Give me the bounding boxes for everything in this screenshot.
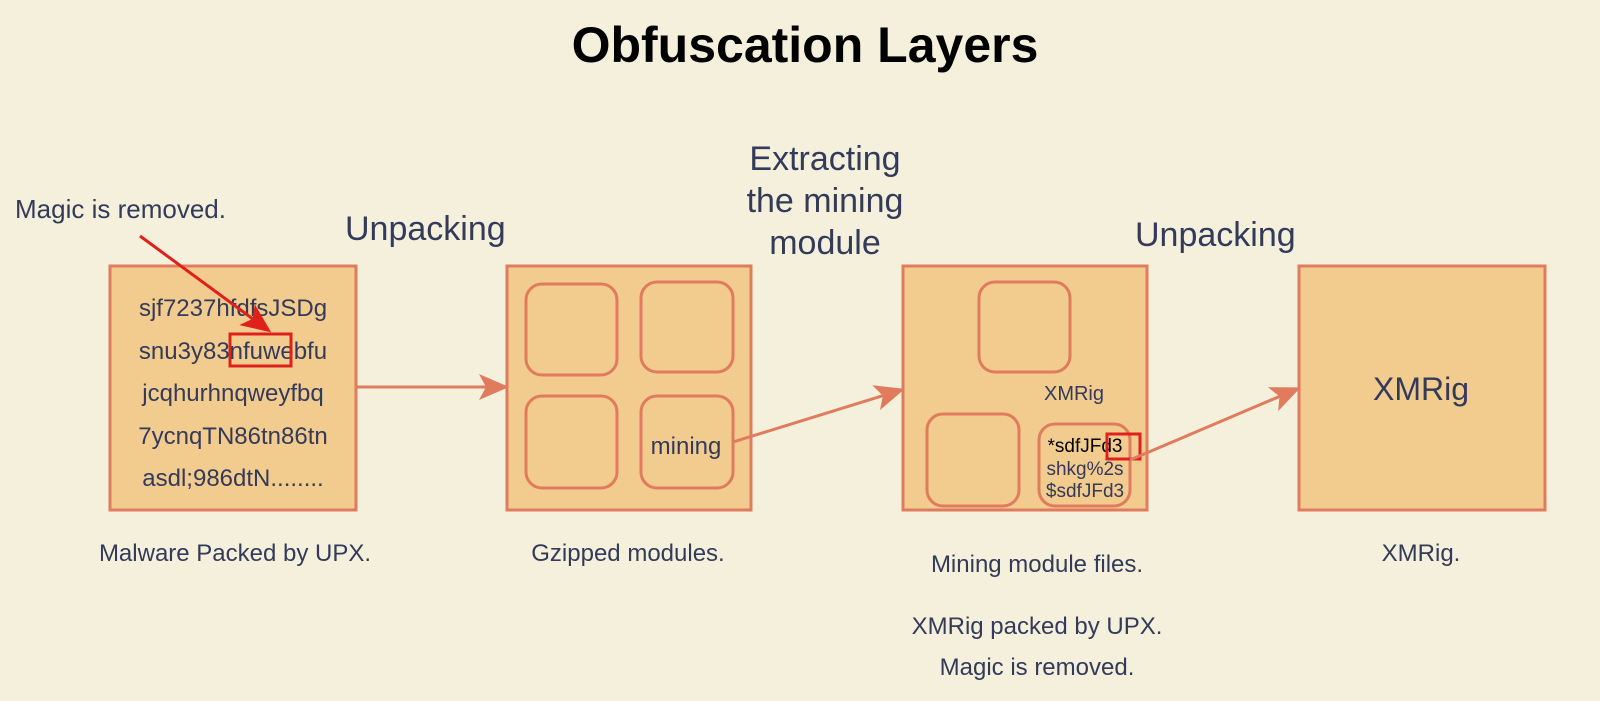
stage2-caption: Gzipped modules.	[531, 540, 724, 567]
flow-arrow-3	[1129, 387, 1301, 462]
obfuscated-line: sjf7237hfdfsJSDg	[139, 295, 327, 322]
stage4-caption: XMRig.	[1382, 540, 1461, 567]
xmrig-file-line: $sdfJFd3	[1046, 481, 1124, 502]
stage3-caption-magic: Magic is removed.	[940, 654, 1135, 681]
xmrig-file-line: shkg%2s	[1046, 459, 1123, 480]
file-block	[977, 280, 1072, 374]
stage-gzipped-modules: mining Gzipped modules.	[505, 264, 753, 567]
stage-mining-module-files: XMRig *sdfJFd3 shkg%2s $sdfJFd3 Mining m…	[901, 264, 1163, 681]
xmrig-file-label: XMRig	[1044, 383, 1104, 405]
xmrig-file-line: *sdfJFd3	[1048, 436, 1123, 457]
magic-pointer-arrow	[139, 234, 272, 333]
file-block	[925, 412, 1021, 508]
packed-malware-box	[108, 264, 358, 512]
stage3-caption-upx: XMRig packed by UPX.	[912, 613, 1163, 640]
obfuscated-line: asdl;986dtN........	[142, 465, 323, 492]
removed-magic-highlight	[1105, 432, 1142, 461]
unpacking-label-2: Unpacking	[1135, 216, 1296, 254]
removed-magic-highlight	[228, 332, 293, 368]
extracting-line-3: module	[769, 224, 881, 262]
mining-module-label: mining	[651, 433, 722, 460]
obfuscated-line: jcqhurhnqweyfbq	[141, 380, 323, 407]
stage3-caption: Mining module files.	[931, 551, 1143, 578]
obfuscated-line: snu3y83nfuwebfu	[139, 338, 327, 365]
magic-removed-note: Magic is removed.	[15, 194, 226, 224]
stage-packed-malware: sjf7237hfdfsJSDg snu3y83nfuwebfu jcqhurh…	[99, 234, 371, 567]
xmrig-box	[1297, 264, 1547, 512]
unpacking-label-1: Unpacking	[345, 210, 506, 248]
stage1-caption: Malware Packed by UPX.	[99, 540, 371, 567]
extracting-line-1: Extracting	[749, 140, 900, 178]
obfuscated-line: 7ycnqTN86tn86tn	[138, 423, 327, 450]
module-block	[524, 394, 619, 490]
extracting-line-2: the mining	[747, 182, 904, 220]
xmrig-label: XMRig	[1373, 371, 1469, 407]
module-block	[524, 282, 619, 377]
flow-arrow-2	[732, 385, 905, 444]
module-block	[639, 280, 735, 374]
stage-xmrig: XMRig XMRig.	[1297, 264, 1547, 567]
diagram-title: Obfuscation Layers	[572, 17, 1039, 73]
